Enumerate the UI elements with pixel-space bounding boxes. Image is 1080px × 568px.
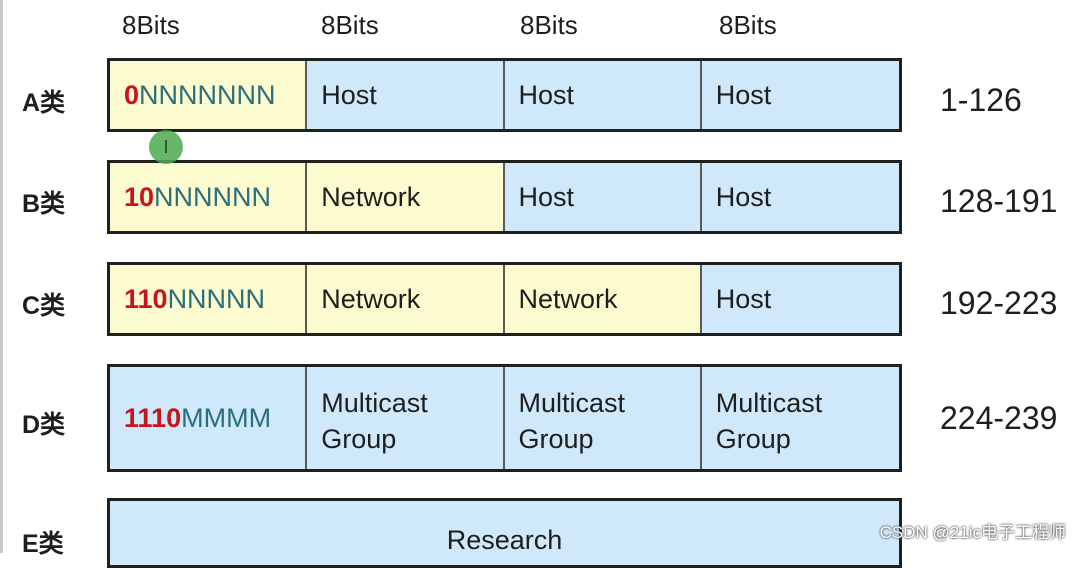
class-b-label: B类 (22, 190, 66, 218)
text-cursor-icon: I (163, 136, 169, 157)
column-header: 8Bits (520, 10, 578, 40)
class-c-label: C类 (22, 292, 66, 320)
class-c-range: 192-223 (940, 285, 1058, 321)
cell-line: Multicast (715, 388, 823, 418)
column-header: 8Bits (719, 10, 777, 40)
class-bits-suffix: NNNNNNN (139, 79, 276, 110)
class-bits-suffix: MMMM (181, 402, 272, 433)
class-bits-prefix: 10 (124, 181, 155, 212)
class-a-label: A类 (22, 89, 66, 117)
class-b-octet-3: Host (504, 163, 702, 231)
class-b-range: 128-191 (940, 183, 1058, 219)
class-e-row: Research (107, 498, 902, 568)
cell-line: Group (321, 424, 397, 454)
class-bits-prefix: 110 (124, 283, 168, 314)
column-header: 8Bits (122, 10, 180, 40)
class-a-range: 1-126 (940, 82, 1022, 118)
watermark: CSDN @21ic电子工程师 (879, 523, 1066, 542)
class-a-octet-3: Host (504, 61, 702, 129)
class-d-range: 224-239 (940, 400, 1058, 436)
cell-line: Group (715, 424, 791, 454)
class-bits-prefix: 0 (124, 79, 140, 110)
class-bits-suffix: NNNNNN (154, 181, 272, 212)
class-bits-prefix: 1110 (124, 402, 182, 433)
class-b-octet-4: Host (701, 163, 899, 231)
class-c-octet-3: Network (504, 265, 702, 333)
left-edge-line (0, 0, 3, 553)
cell-line: Multicast (321, 388, 428, 418)
class-a-octet-2: Host (307, 61, 505, 129)
cell-line: Group (518, 424, 594, 454)
cursor-highlight-icon: I (149, 130, 183, 164)
class-e-label: E类 (22, 530, 64, 558)
class-c-octet-2: Network (307, 265, 505, 333)
cell-line: Multicast (518, 388, 626, 418)
class-bits-suffix: NNNNN (167, 283, 266, 314)
class-e-text: Research (446, 525, 563, 555)
class-a-octet-4: Host (701, 61, 899, 129)
class-c-octet-4: Host (701, 265, 899, 333)
class-d-label: D类 (22, 411, 66, 439)
column-header: 8Bits (321, 10, 379, 40)
class-b-octet-2: Network (307, 163, 505, 231)
